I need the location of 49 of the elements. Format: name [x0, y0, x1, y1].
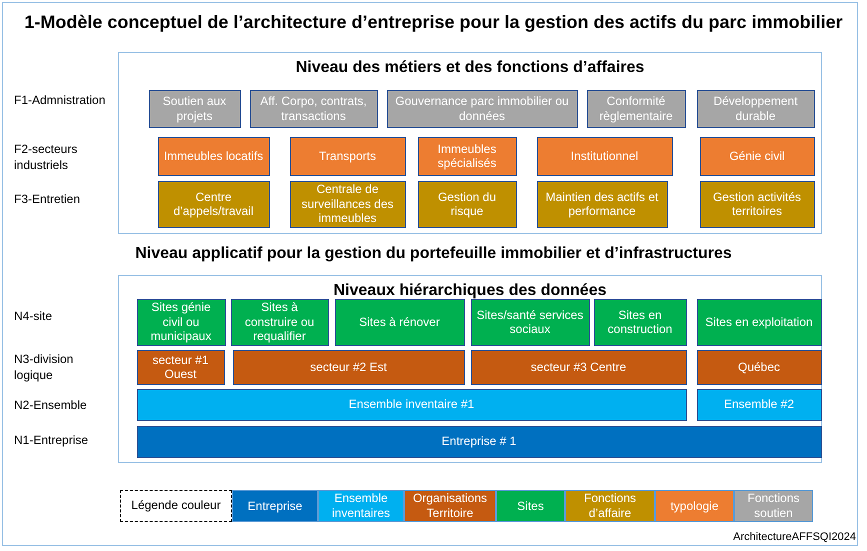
category-box: Sites en exploitation	[696, 298, 822, 346]
legend-swatch: Ensemble inventaires	[318, 490, 404, 522]
category-box: Sites génie civil ou municipaux	[136, 298, 226, 346]
legend-swatch: Fonctions soutien	[734, 490, 813, 522]
legend-swatch: typologie	[655, 490, 734, 522]
category-box: Transports	[290, 136, 406, 176]
legend-swatch: Sites	[496, 490, 565, 522]
section-panel	[118, 275, 822, 463]
category-box: secteur #3 Centre	[470, 350, 686, 384]
category-box: Gestion activités territoires	[700, 180, 814, 228]
category-box: Aff. Corpo, contrats, transactions	[250, 90, 378, 128]
category-box: Sites en construction	[594, 298, 686, 346]
category-box: Sites/santé services sociaux	[470, 298, 590, 346]
category-box: Gouvernance parc immobilier ou données	[386, 90, 578, 128]
category-box: Institutionnel	[536, 136, 672, 176]
category-box: Gestion du risque	[418, 180, 516, 228]
category-box: Immeubles locatifs	[158, 136, 270, 176]
section-heading: Niveau des métiers et des fonctions d’affaires	[294, 59, 646, 77]
row-label: N4-site	[14, 309, 54, 325]
category-box: Conformité règlementaire	[586, 90, 686, 128]
row-label: N1-Entreprise	[14, 433, 90, 449]
category-box: Soutien aux projets	[148, 90, 240, 128]
row-label: F3-Entretien	[14, 192, 82, 208]
category-box: Sites à construire ou requalifier	[230, 298, 328, 346]
category-box: Ensemble inventaire #1	[136, 388, 686, 420]
row-label: N2-Ensemble	[14, 398, 88, 414]
row-label: N3-division logique	[14, 352, 74, 384]
category-box: Développement durable	[696, 90, 814, 128]
category-box: Centrale de surveillances des immeubles	[290, 180, 406, 228]
category-box: Centre d’appels/travail	[158, 180, 270, 228]
category-box: Ensemble #2	[696, 388, 822, 420]
category-box: secteur #2 Est	[232, 350, 464, 384]
category-box: Québec	[696, 350, 822, 384]
subheading: Niveau applicatif pour la gestion du portefeuille immobilier et d’infrastructures	[134, 244, 733, 264]
section-heading: Niveaux hiérarchiques des données	[332, 282, 608, 300]
category-box: Génie civil	[700, 136, 814, 176]
category-box: Entreprise # 1	[136, 426, 822, 458]
title: 1-Modèle conceptuel de l’architecture d’entreprise pour la gestion des actifs du parc immobilier	[23, 12, 844, 33]
legend-swatch: Organisations Territoire	[404, 490, 496, 522]
category-box: Maintien des actifs et performance	[536, 180, 668, 228]
legend-swatch: Fonctions d’affaire	[565, 490, 655, 522]
category-box: Immeubles spécialisés	[418, 136, 516, 176]
category-box: secteur #1 Ouest	[136, 350, 224, 384]
category-box: Sites à rénover	[334, 298, 464, 346]
row-label: F2-secteurs industriels	[14, 142, 78, 174]
reference-code: ArchitectureAFFSQI2024	[732, 530, 856, 544]
row-label: F1-Admnistration	[14, 93, 106, 109]
section-panel	[118, 52, 822, 234]
legend-swatch: Entreprise	[232, 490, 318, 522]
